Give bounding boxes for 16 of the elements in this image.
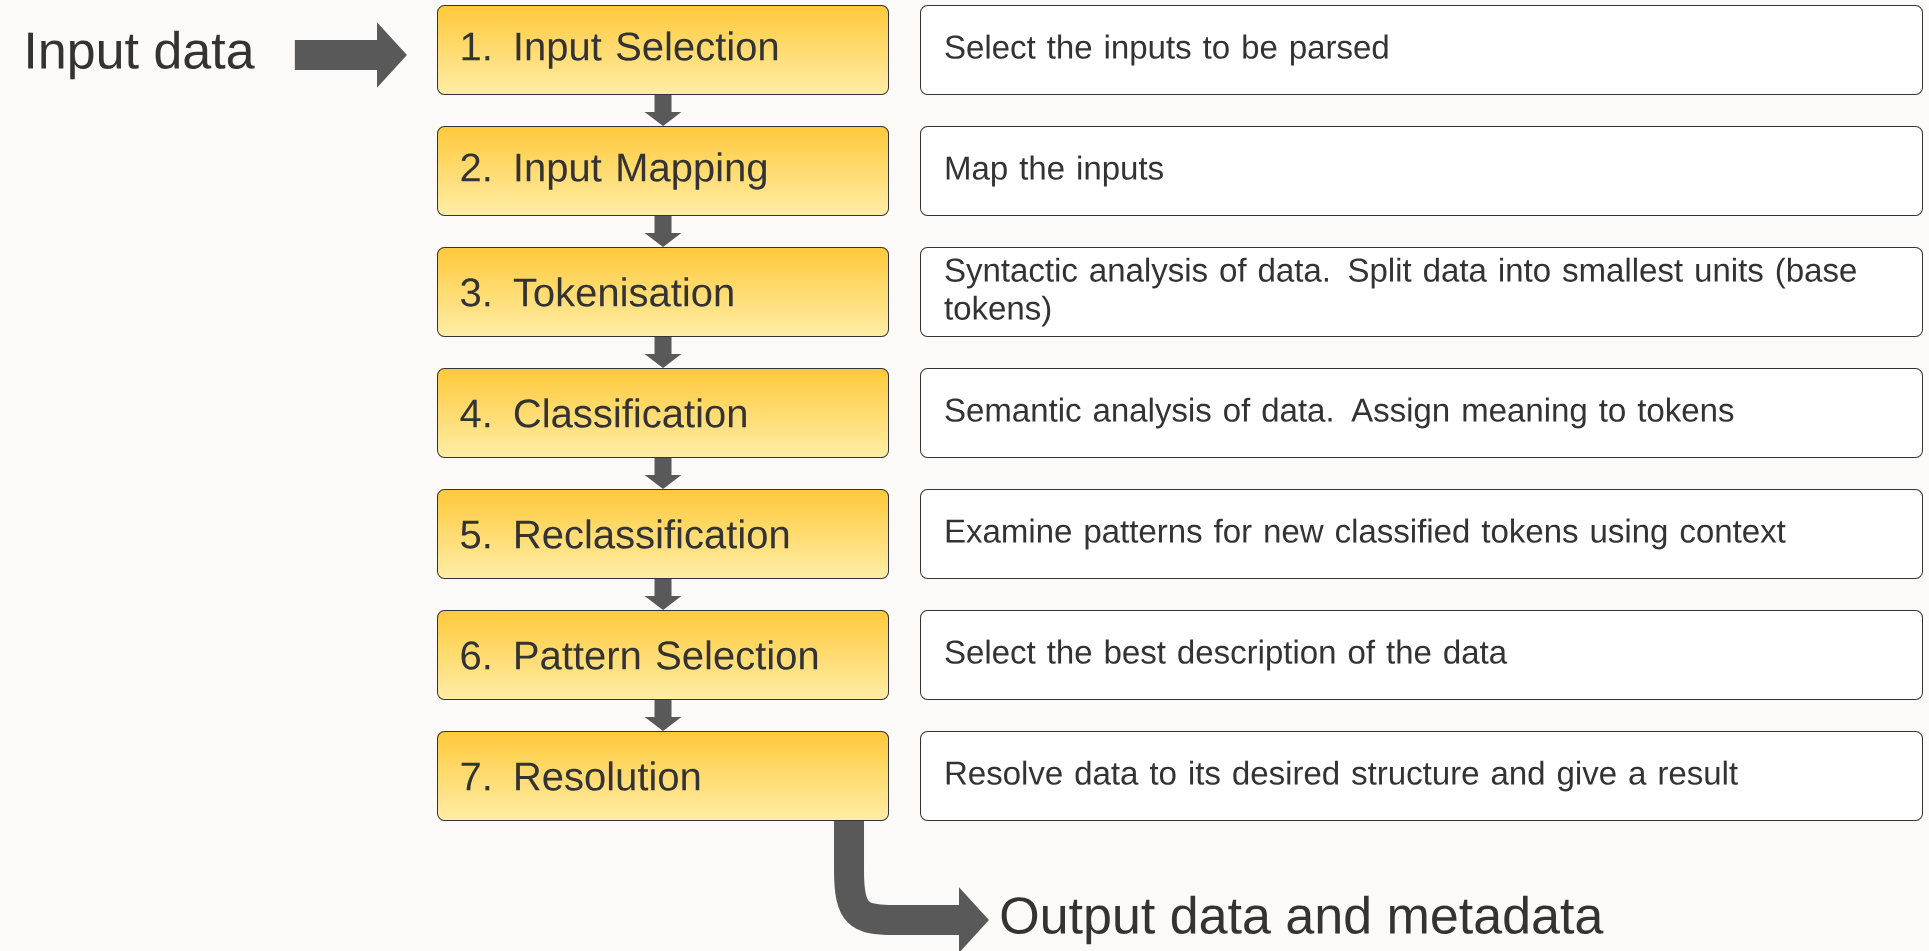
description-box: Resolve data to its desired structure and give a result — [920, 731, 1923, 821]
description-box: Select the best description of the data — [920, 610, 1923, 700]
step-box: 7. Resolution — [437, 731, 889, 821]
step-box: 6. Pattern Selection — [437, 610, 889, 700]
step-box: 4. Classification — [437, 368, 889, 458]
description-box: Select the inputs to be parsed — [920, 5, 1923, 95]
step-box: 1. Input Selection — [437, 5, 889, 95]
input-label: Input data — [28, 30, 255, 80]
step-box: 2. Input Mapping — [437, 126, 889, 216]
description-box: Examine patterns for new classified tokens using context — [920, 489, 1923, 579]
description-box: Map the inputs — [920, 126, 1923, 216]
description-box: Syntactic analysis of data. Split data into smallest units (base tokens) — [920, 247, 1923, 337]
description-box: Semantic analysis of data. Assign meaning to tokens — [920, 368, 1923, 458]
output-label: Output data and metadata — [1001, 895, 1604, 945]
step-box: 5. Reclassification — [437, 489, 889, 579]
step-box: 3. Tokenisation — [437, 247, 889, 337]
